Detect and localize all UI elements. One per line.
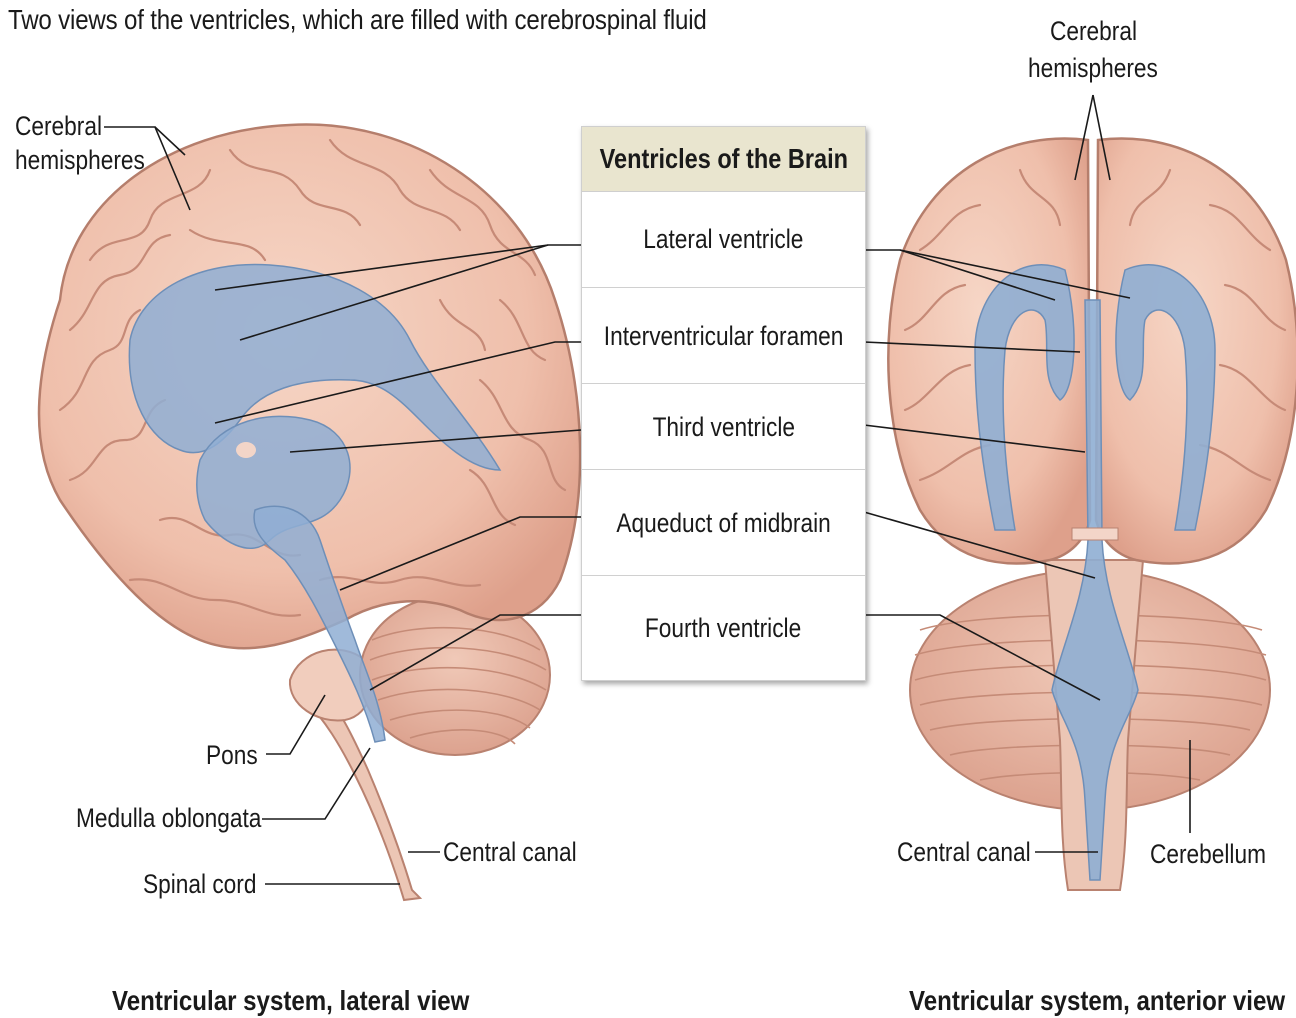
legend-item-interventricular-foramen: Interventricular foramen: [582, 287, 865, 384]
lateral-brain: [39, 125, 580, 900]
lateral-view-caption: Ventricular system, lateral view: [112, 985, 469, 1017]
ventricles-legend: Ventricles of the Brain Lateral ventricl…: [581, 126, 866, 681]
legend-heading: Ventricles of the Brain: [599, 143, 847, 175]
lateral-label-central-canal: Central canal: [443, 834, 577, 870]
legend-item-label: Fourth ventricle: [645, 613, 801, 644]
anterior-label-cerebral-hemispheres-line1: Cerebral: [1050, 13, 1137, 49]
lateral-label-cerebral-hemispheres-line2: hemispheres: [15, 142, 145, 178]
legend-item-label: Lateral ventricle: [643, 224, 803, 255]
legend-item-label: Third ventricle: [652, 412, 794, 443]
lateral-label-pons: Pons: [206, 737, 258, 773]
lateral-label-cerebral-hemispheres-line1: Cerebral: [15, 108, 102, 144]
anterior-label-cerebral-hemispheres-line2: hemispheres: [1028, 50, 1158, 86]
legend-item-label: Aqueduct of midbrain: [616, 508, 830, 539]
legend-header: Ventricles of the Brain: [582, 127, 865, 192]
legend-item-aqueduct-of-midbrain: Aqueduct of midbrain: [582, 469, 865, 576]
page-title: Two views of the ventricles, which are f…: [8, 4, 707, 36]
anterior-label-cerebellum: Cerebellum: [1150, 836, 1266, 872]
anterior-brain: [888, 139, 1296, 891]
legend-item-lateral-ventricle: Lateral ventricle: [582, 191, 865, 287]
legend-item-label: Interventricular foramen: [604, 321, 844, 352]
legend-item-third-ventricle: Third ventricle: [582, 383, 865, 470]
anterior-view-caption: Ventricular system, anterior view: [909, 985, 1285, 1017]
legend-item-fourth-ventricle: Fourth ventricle: [582, 575, 865, 680]
lateral-label-medulla-oblongata: Medulla oblongata: [76, 800, 261, 836]
anterior-label-central-canal: Central canal: [897, 834, 1031, 870]
lateral-label-spinal-cord: Spinal cord: [143, 866, 256, 902]
